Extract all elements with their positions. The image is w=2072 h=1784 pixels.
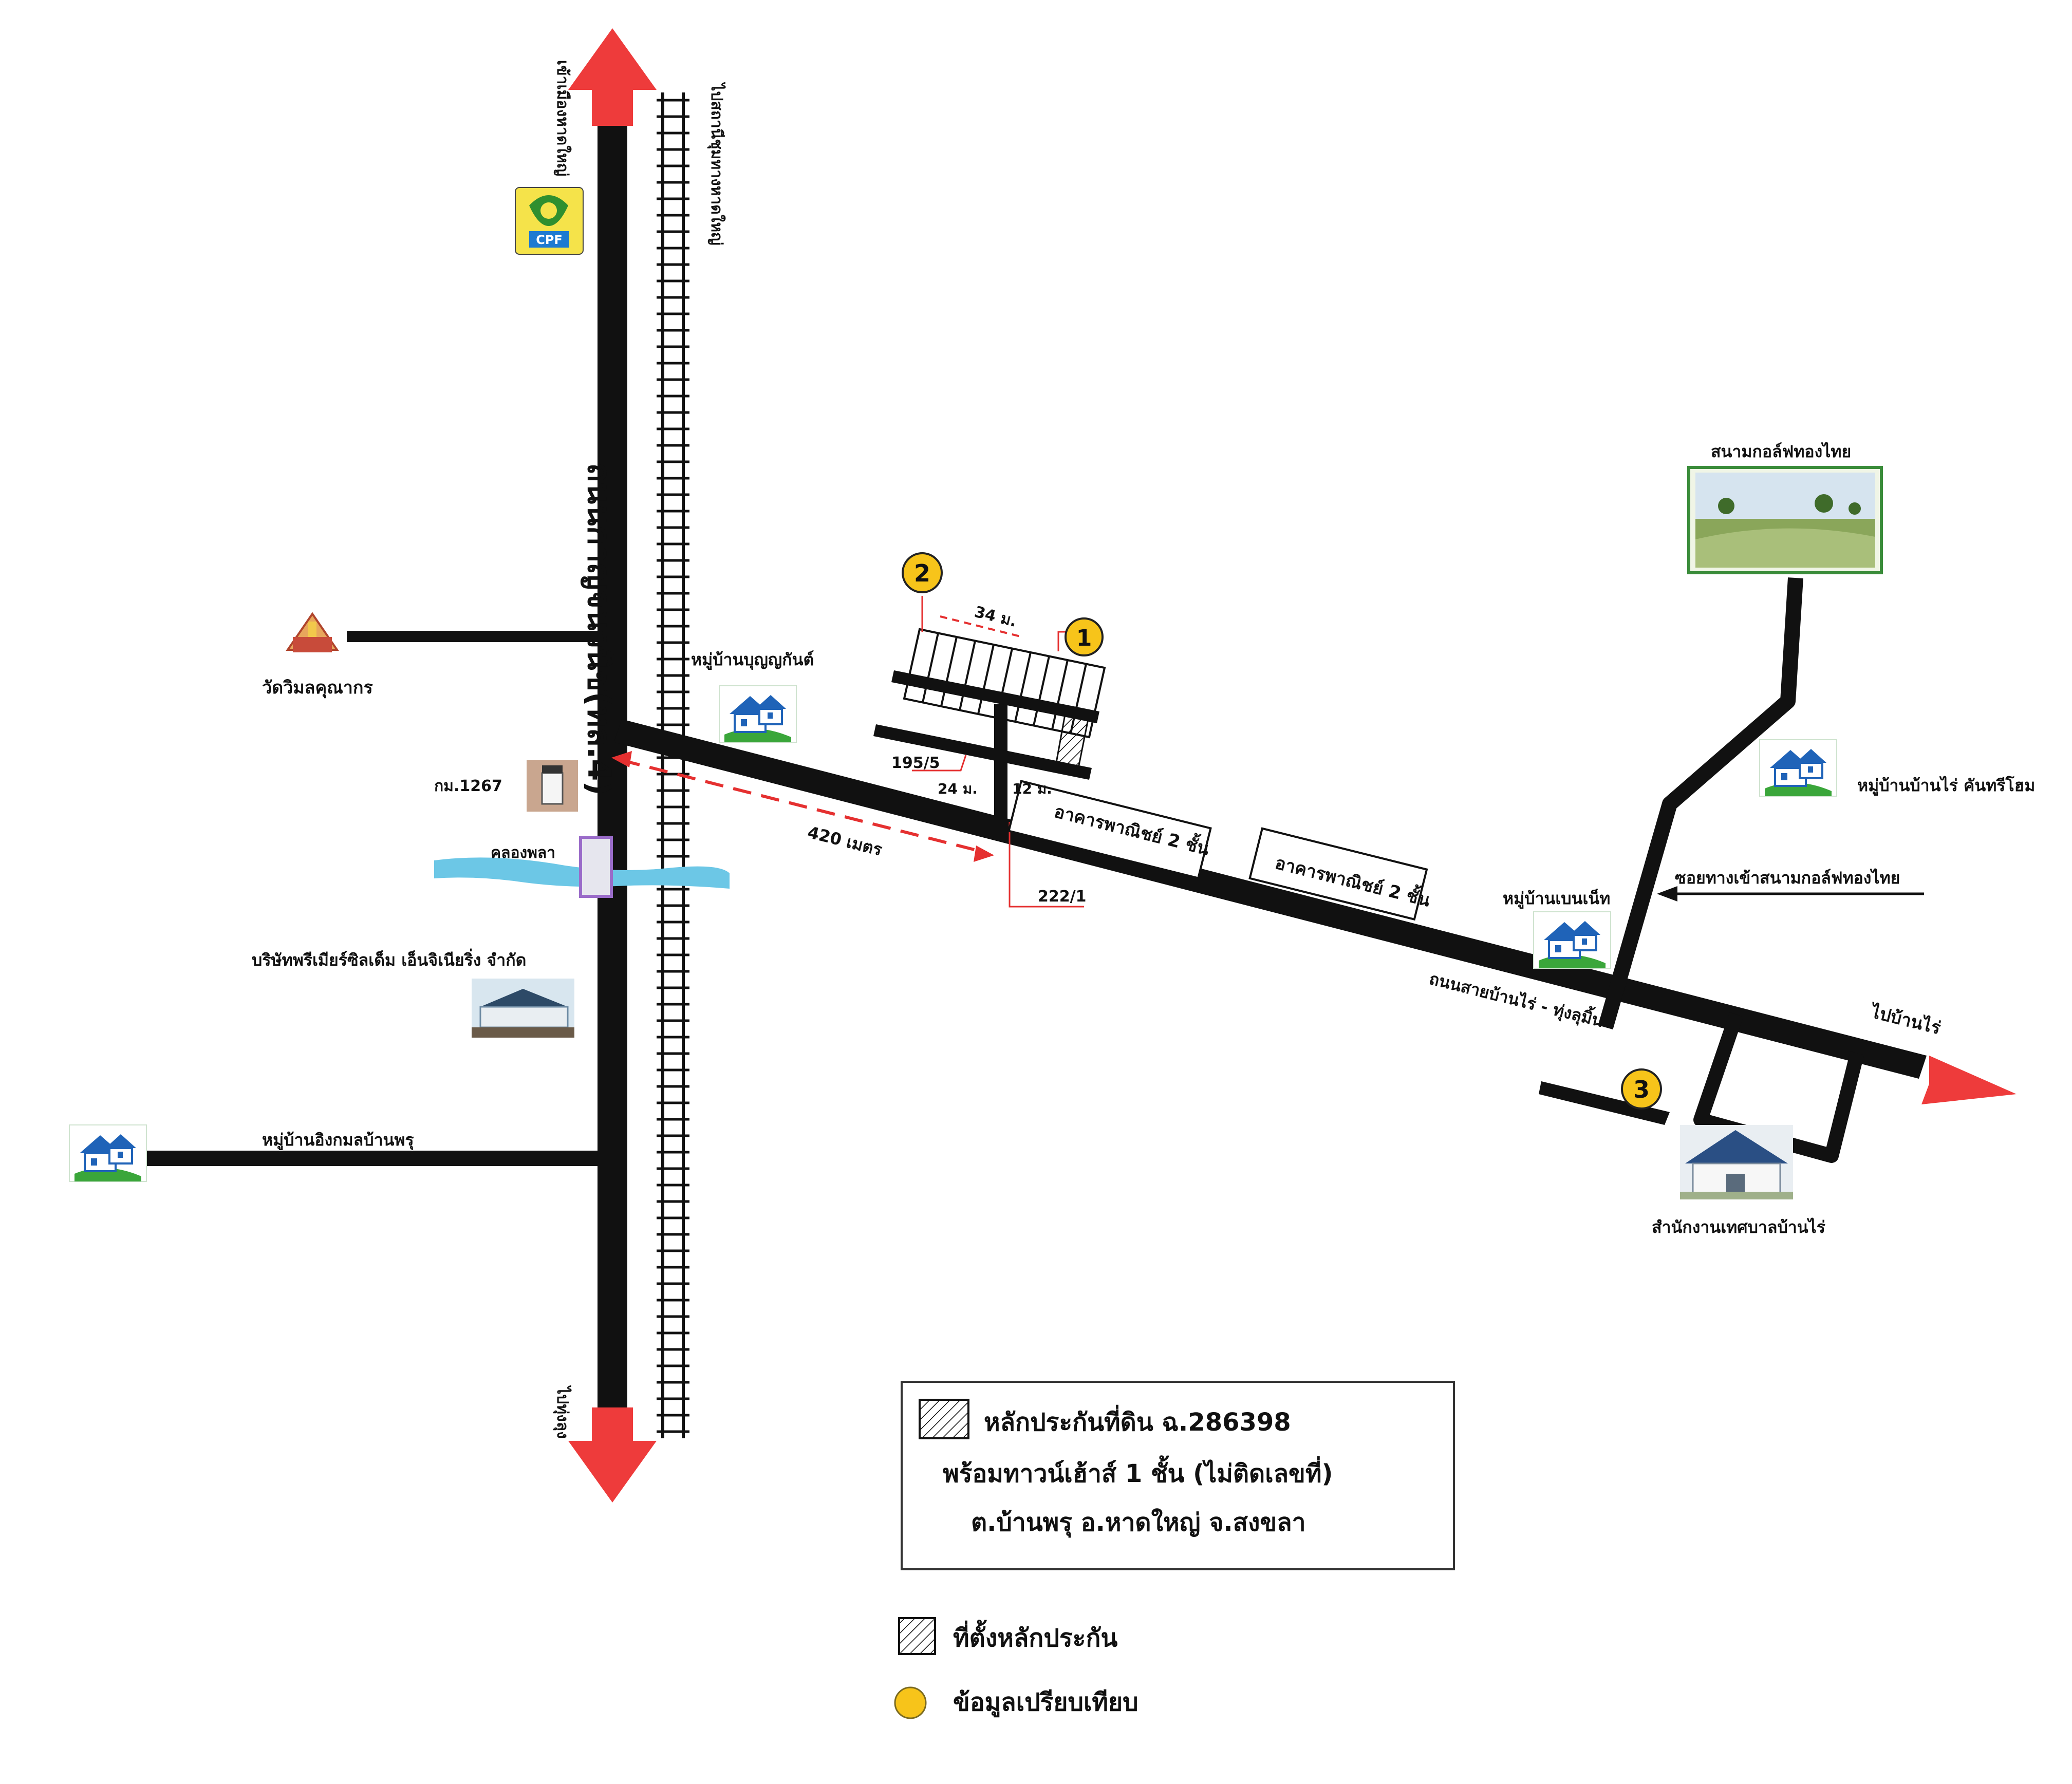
village-boonyakan-label: หมู่บ้านบุญญกันต์	[691, 650, 814, 670]
south-arrow-icon	[568, 1407, 657, 1503]
road-to-temple	[339, 631, 599, 642]
house-no-222-1-label: 222/1	[1038, 888, 1086, 906]
plot-access-road	[994, 704, 1007, 827]
svg-text:3: 3	[1633, 1076, 1650, 1103]
village-house-icon-boonyakan	[718, 685, 797, 743]
golf-access-road	[1598, 577, 1803, 1030]
plot-divider-line	[940, 636, 958, 707]
municipal-road-west	[1539, 1081, 1670, 1125]
cpf-logo-text: CPF	[536, 233, 563, 247]
bridge	[579, 836, 613, 898]
village-ingkamol-label: หมู่บ้านอิงกมลบ้านพรุ	[262, 1130, 414, 1151]
golf-soi-arrowhead	[1657, 886, 1677, 902]
golf-soi-label: ซอยทางเข้าสนามกอล์ฟทองไทย	[1675, 868, 1900, 888]
leader-195-5	[912, 755, 967, 772]
svg-text:2: 2	[914, 559, 930, 587]
distance-dashed-line	[621, 759, 987, 854]
village-house-icon-banrai-home	[1759, 739, 1838, 797]
to-hatyai-city-label: เข้าเมืองหาดใหญ่	[553, 60, 572, 176]
village-banrai-home-label: หมู่บ้านบ้านไร่ คันทรีโฮม	[1857, 776, 2035, 796]
factory-photo-icon	[472, 979, 574, 1038]
plot-divider-line	[1033, 656, 1050, 726]
legend-collateral-label: ที่ตั้งหลักประกัน	[953, 1620, 1117, 1652]
to-banrai-label: ไปบ้านไร่	[1868, 1001, 1943, 1039]
cpf-logo-icon: CPF	[515, 187, 584, 255]
info-line-2: พร้อมทาวน์เฮ้าส์ 1 ชั้น (ไม่ติดเลขที่)	[943, 1455, 1333, 1488]
railway-track	[657, 92, 689, 1438]
secondary-road	[614, 719, 1927, 1079]
km-marker-label: กม.1267	[434, 777, 502, 795]
svg-text:1: 1	[1076, 625, 1092, 651]
village-benneth-label: หมู่บ้านเบนเน็ท	[1503, 888, 1610, 909]
village-house-icon-ingkamol	[68, 1124, 147, 1182]
commercial-building-1	[1007, 780, 1212, 879]
house-no-195-5-label: 195/5	[891, 754, 940, 772]
legend-yellow-circle-icon	[894, 1686, 927, 1719]
municipal-office-label: สำนักงานเทศบาลบ้านไร่	[1652, 1217, 1825, 1237]
to-thungsung-label: ไปทุ่งลุง	[553, 1385, 572, 1439]
temple-icon	[277, 612, 347, 658]
temple-label: วัดวิมลคุณากร	[262, 678, 373, 699]
comparison-marker-2: 2	[902, 552, 943, 593]
comparison-marker-1: 1	[1065, 617, 1104, 656]
legend-hatched-icon	[898, 1617, 936, 1655]
plot-road-lower	[873, 724, 1092, 780]
plot-divider-line	[1051, 660, 1069, 730]
dashed-arrow-right	[974, 846, 994, 862]
width-12-label: 12 ม.	[1012, 780, 1052, 797]
info-line-3: ต.บ้านพรุ อ.หาดใหญ่ จ.สงขลา	[971, 1508, 1306, 1538]
golf-course-photo-icon	[1687, 466, 1883, 574]
width-dimension-line	[940, 615, 1023, 638]
east-arrow-icon	[1921, 1056, 2017, 1104]
canal-label: คลองพลา	[491, 844, 555, 862]
hatched-plot-icon	[919, 1399, 969, 1439]
village-house-icon-benneth	[1533, 911, 1612, 969]
commercial-building-2	[1248, 827, 1428, 921]
main-highway	[598, 118, 627, 1428]
factory-label: บริษัทพรีเมียร์ซิลเด็ม เอ็นจิเนียริ่ง จำ…	[252, 948, 526, 970]
railway-label: ไปสถานีชุมทางหาดใหญ่	[707, 82, 726, 245]
plot-divider-line	[1014, 652, 1032, 722]
north-arrow-icon	[568, 28, 657, 126]
road-to-ingkamol	[146, 1151, 599, 1166]
leader-222-1	[1009, 822, 1084, 908]
main-highway-label: ถนนกาญจนวนิช(ทล.4)	[581, 463, 618, 796]
golf-course-label: สนามกอล์ฟทองไทย	[1711, 442, 1851, 461]
collateral-info-box	[901, 1381, 1455, 1570]
municipal-office-photo-icon	[1680, 1125, 1793, 1199]
plot-divider-line	[977, 644, 995, 715]
dashed-arrow-left	[611, 751, 632, 767]
legend-comparison-label: ข้อมูลเปรียบเทียบ	[953, 1688, 1138, 1718]
comparison-marker-3: 3	[1621, 1068, 1662, 1110]
width-24-label: 24 ม.	[938, 780, 978, 797]
info-line-1: หลักประกันที่ดิน ฉ.286398	[984, 1404, 1291, 1437]
plot-divider-line	[959, 641, 976, 710]
plot-road-upper	[891, 670, 1099, 723]
km-marker-icon	[527, 760, 578, 812]
plot-divider-line	[922, 633, 939, 703]
distance-label: 420 เมตร	[806, 822, 884, 860]
